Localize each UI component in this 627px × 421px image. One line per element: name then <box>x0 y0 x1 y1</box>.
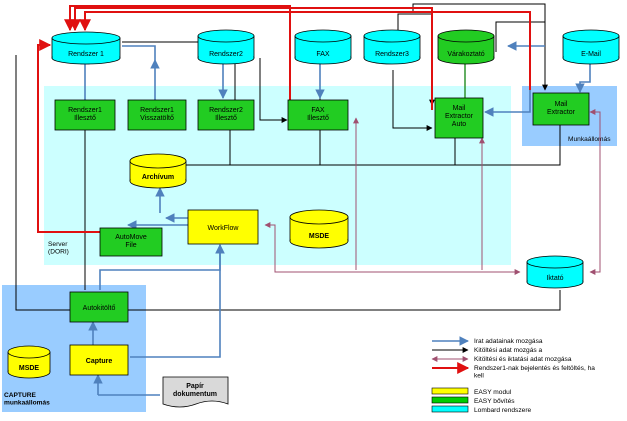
svg-text:Rendszer3: Rendszer3 <box>375 51 409 58</box>
svg-text:Rendszer1-nak bejelentés és fe: Rendszer1-nak bejelentés és feltöltés, h… <box>474 365 595 380</box>
legend-arrow-iktatasi: Kitöltési és iktatási adat mozgása <box>431 356 572 363</box>
svg-text:Autokitöltő: Autokitöltő <box>83 305 116 312</box>
svg-text:Lombard rendszere: Lombard rendszere <box>474 407 532 414</box>
db-msde-server: MSDE <box>289 209 349 249</box>
svg-text:WorkFlow: WorkFlow <box>208 225 240 232</box>
db-varakoztato: Várakoztató <box>437 29 495 65</box>
svg-text:Capture: Capture <box>86 358 113 365</box>
red-arrows <box>37 5 531 233</box>
box-capture: Capture <box>69 344 129 376</box>
legend-swatch-lombard: Lombard rendszere <box>431 405 532 414</box>
box-workflow: WorkFlow <box>187 209 259 245</box>
db-email: E-Mail <box>562 29 620 65</box>
legend-swatch-easy-bovites: EASY bővítés <box>431 396 515 405</box>
svg-text:MSDE: MSDE <box>19 365 40 372</box>
db-msde-capture: MSDE <box>7 345 51 379</box>
svg-text:Várakoztató: Várakoztató <box>447 51 484 58</box>
svg-text:E-Mail: E-Mail <box>581 51 601 58</box>
blue-arrows <box>80 41 591 396</box>
svg-text:Irat adatainak mozgása: Irat adatainak mozgása <box>474 338 543 345</box>
db-rendszer2: Rendszer2 <box>197 29 255 65</box>
svg-text:MSDE: MSDE <box>309 233 330 240</box>
db-iktato: Iktató <box>526 255 584 289</box>
legend-swatch-easy-modul: EASY modul <box>431 387 512 396</box>
legend-arrow-kitoltesi: Kitöltési adat mozgás a <box>432 347 543 354</box>
svg-text:Archívum: Archívum <box>142 174 174 181</box>
legend: Irat adatainak mozgása Kitöltési adat mo… <box>431 336 595 414</box>
workstation-region-label: Munkaállomás <box>568 136 611 143</box>
svg-text:Rendszer 1: Rendszer 1 <box>68 51 104 58</box>
db-rendszer3: Rendszer3 <box>363 29 421 65</box>
svg-text:EASY modul: EASY modul <box>474 389 512 396</box>
mauve-arrows <box>264 109 601 275</box>
db-fax: FAX <box>294 29 352 65</box>
svg-text:EASY bővítés: EASY bővítés <box>474 398 515 405</box>
db-rendszer1: Rendszer 1 <box>51 31 121 65</box>
box-autokitolto: Autokitöltő <box>69 291 129 323</box>
legend-arrow-bejelentes: Rendszer1-nak bejelentés és feltöltés, h… <box>432 362 595 380</box>
server-region-label: Server(DORI) <box>48 241 69 256</box>
svg-text:Iktató: Iktató <box>546 275 563 282</box>
svg-text:Rendszer2: Rendszer2 <box>209 51 243 58</box>
legend-arrow-irat: Irat adatainak mozgása <box>432 336 543 346</box>
svg-text:Kitöltési és iktatási adat moz: Kitöltési és iktatási adat mozgása <box>474 356 572 363</box>
svg-text:FAX: FAX <box>316 51 330 58</box>
db-archivum: Archívum <box>129 153 187 189</box>
svg-text:Kitöltési adat mozgás a: Kitöltési adat mozgás a <box>474 347 543 354</box>
